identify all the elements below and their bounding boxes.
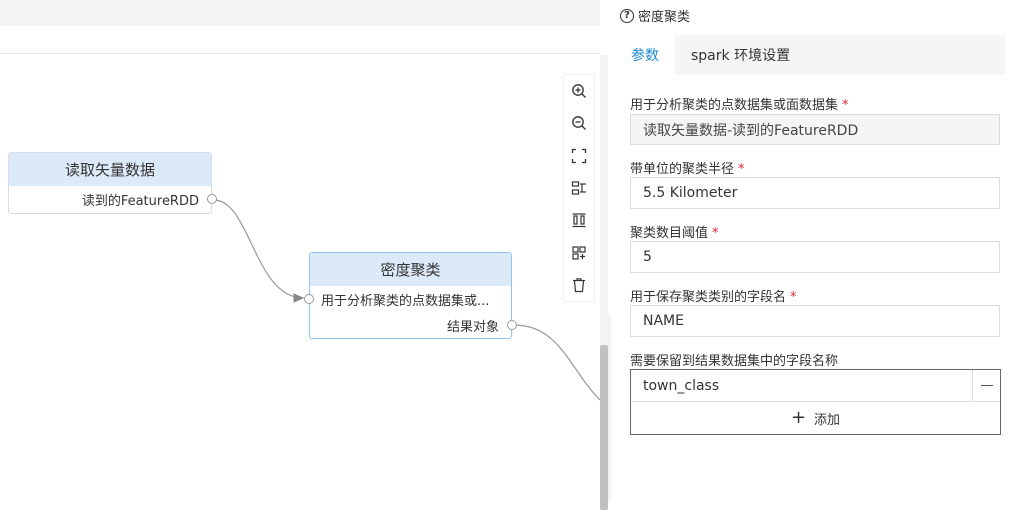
auto-layout-button[interactable] xyxy=(564,236,594,268)
node-output-row: 读到的FeatureRDD xyxy=(9,186,217,212)
node-read-vector[interactable]: 读取矢量数据 读到的FeatureRDD xyxy=(8,152,217,214)
field-value: 读取矢量数据-读到的FeatureRDD xyxy=(643,122,859,139)
field-value: 5 xyxy=(643,249,652,265)
label-text: 用于保存聚类类别的字段名 xyxy=(630,290,787,305)
node-output-row: 结果对象 xyxy=(310,312,517,338)
label-text: 用于分析聚类的点数据集或面数据集 xyxy=(630,98,839,113)
node-title: 读取矢量数据 xyxy=(9,153,211,186)
output-port[interactable] xyxy=(207,194,217,204)
node-title: 密度聚类 xyxy=(310,253,511,286)
radius-input[interactable]: 5.5 Kilometer xyxy=(630,177,1000,209)
help-icon[interactable]: ? xyxy=(620,8,634,23)
input-port-label: 用于分析聚类的点数据集或... xyxy=(321,293,490,309)
add-field-button[interactable]: + 添加 xyxy=(631,402,1000,434)
node-density-cluster[interactable]: 密度聚类 用于分析聚类的点数据集或... 结果对象 xyxy=(304,252,517,339)
required-mark: * xyxy=(790,290,797,305)
align-vertical-button[interactable] xyxy=(564,204,594,236)
fit-view-button[interactable] xyxy=(564,140,594,172)
input-port[interactable] xyxy=(304,294,314,304)
align-horizontal-icon xyxy=(571,181,586,195)
panel-title-text: 密度聚类 xyxy=(638,10,691,25)
canvas-top-bar xyxy=(0,0,600,26)
field-value: 5.5 Kilometer xyxy=(643,185,738,201)
tab-params[interactable]: 参数 xyxy=(615,35,675,75)
zoom-out-icon xyxy=(572,116,586,131)
canvas-divider xyxy=(0,53,600,54)
fit-view-icon xyxy=(571,148,587,163)
list-item: town_class xyxy=(631,370,1000,402)
keep-fields-list: town_class + 添加 xyxy=(630,369,1001,435)
required-mark: * xyxy=(712,226,719,241)
delete-button[interactable] xyxy=(564,269,594,301)
align-horizontal-button[interactable] xyxy=(564,172,594,204)
minus-icon xyxy=(980,384,993,387)
node-input-row: 用于分析聚类的点数据集或... xyxy=(304,286,511,312)
add-label: 添加 xyxy=(814,412,841,428)
cluster-field-input[interactable]: NAME xyxy=(630,305,1000,337)
auto-layout-icon xyxy=(572,245,586,260)
zoom-in-button[interactable] xyxy=(564,75,594,107)
tab-spark-settings[interactable]: spark 环境设置 xyxy=(691,48,791,64)
required-mark: * xyxy=(738,162,745,177)
label-text: 带单位的聚类半径 xyxy=(630,162,735,177)
panel-title: ? 密度聚类 xyxy=(620,6,690,25)
remove-field-button[interactable] xyxy=(972,370,1000,401)
canvas-scrollbar[interactable] xyxy=(600,55,608,510)
input-dataset-field: 读取矢量数据-读到的FeatureRDD xyxy=(630,114,1000,145)
edge-cluster-output xyxy=(513,324,600,401)
label-text: 需要保留到结果数据集中的字段名称 xyxy=(630,354,839,369)
field-label-cluster-field: 用于保存聚类类别的字段名* xyxy=(630,286,797,305)
delete-icon xyxy=(573,278,585,292)
output-port-label: 读到的FeatureRDD xyxy=(81,193,199,209)
field-label-radius: 带单位的聚类半径* xyxy=(630,158,745,177)
canvas-toolbar xyxy=(563,74,595,302)
min-points-input[interactable]: 5 xyxy=(630,241,1000,273)
edge-read-to-cluster xyxy=(213,199,305,303)
zoom-out-button[interactable] xyxy=(564,107,594,139)
scrollbar-thumb[interactable] xyxy=(600,345,608,510)
field-label-min-points: 聚类数目阈值* xyxy=(630,222,719,241)
workflow-canvas[interactable]: 读取矢量数据 读到的FeatureRDD 密度聚类 用于分析聚类的点数据集或..… xyxy=(0,0,600,510)
field-value: NAME xyxy=(643,313,684,329)
zoom-in-icon xyxy=(572,84,586,99)
plus-icon: + xyxy=(790,407,807,428)
align-vertical-icon xyxy=(572,213,586,228)
label-text: 聚类数目阈值 xyxy=(630,226,709,241)
field-label-input-dataset: 用于分析聚类的点数据集或面数据集* xyxy=(630,94,849,113)
panel-tabs: 参数 spark 环境设置 xyxy=(615,35,1005,75)
output-port[interactable] xyxy=(507,320,517,330)
field-label-keep-fields: 需要保留到结果数据集中的字段名称 xyxy=(630,350,838,369)
required-mark: * xyxy=(842,98,849,113)
keep-field-input[interactable]: town_class xyxy=(643,377,720,394)
output-port-label: 结果对象 xyxy=(446,319,499,335)
properties-panel: ? 密度聚类 参数 spark 环境设置 用于分析聚类的点数据集或面数据集* 读… xyxy=(611,0,1013,510)
